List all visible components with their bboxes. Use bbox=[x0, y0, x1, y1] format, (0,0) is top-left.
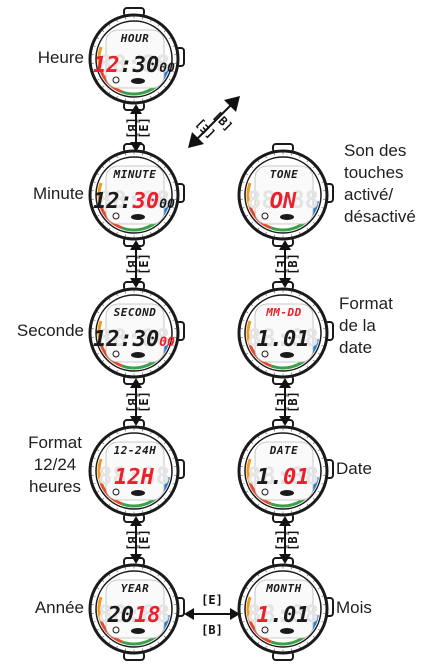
button-b-tag: [B] bbox=[286, 391, 300, 413]
arrow-tone-mmdd: [E] [B] bbox=[257, 240, 313, 288]
watch-top-text: YEAR bbox=[121, 582, 150, 595]
battery-indicator bbox=[131, 628, 145, 634]
watch-main-digits: 1.01 bbox=[257, 465, 310, 490]
watch-top-text: HOUR bbox=[120, 32, 150, 45]
watch-top-text: TONE bbox=[270, 168, 299, 181]
arrow-minute-seconde: [B] [E] bbox=[108, 240, 164, 288]
label-format-date: Format de la date bbox=[339, 293, 393, 359]
watch-main-digits: 1.01 bbox=[257, 603, 310, 628]
button-e-tag: [E] bbox=[137, 117, 151, 139]
label-son: Son des touches activé/ désactivé bbox=[344, 140, 416, 228]
arrow-date-mois: [E] [B] bbox=[257, 516, 313, 564]
button-e-tag: [E] bbox=[137, 529, 151, 551]
watch-top-text: SECOND bbox=[114, 306, 157, 319]
battery-indicator bbox=[280, 352, 294, 358]
arrow-annee-mois: [E] [B] bbox=[184, 586, 240, 642]
battery-indicator bbox=[131, 352, 145, 358]
label-annee: Année bbox=[0, 597, 84, 619]
watch-main-digits: ON bbox=[270, 189, 297, 214]
watch-top-text: DATE bbox=[269, 444, 299, 457]
label-mois: Mois bbox=[336, 597, 372, 619]
label-minute: Minute bbox=[0, 183, 84, 205]
button-b-tag: [B] bbox=[286, 529, 300, 551]
arrow-heure-minute: [B] [E] bbox=[108, 104, 164, 152]
battery-indicator bbox=[280, 214, 294, 220]
arrow-heure-tone: [B] [E] bbox=[188, 96, 240, 148]
label-date: Date bbox=[336, 458, 372, 480]
battery-indicator bbox=[131, 78, 145, 84]
watch-top-text: MM-DD bbox=[265, 306, 302, 319]
arrow-mmdd-date: [E] [B] bbox=[257, 378, 313, 426]
watch-main-digits: 12H bbox=[114, 465, 154, 490]
button-b-tag: [B] bbox=[201, 623, 223, 637]
battery-indicator bbox=[280, 628, 294, 634]
arrow-seconde-format: [B] [E] bbox=[108, 378, 164, 426]
battery-indicator bbox=[131, 490, 145, 496]
label-format-1224: Format 12/24 heures bbox=[20, 432, 90, 498]
button-e-tag: [E] bbox=[137, 391, 151, 413]
battery-indicator bbox=[280, 490, 294, 496]
arrow-format-annee: [B] [E] bbox=[108, 516, 164, 564]
battery-indicator bbox=[131, 214, 145, 220]
button-b-tag: [B] bbox=[286, 253, 300, 275]
button-e-tag: [E] bbox=[137, 253, 151, 275]
watch-top-text: MINUTE bbox=[113, 168, 157, 181]
button-e-tag: [E] bbox=[201, 593, 223, 607]
watch-main-digits: 2018 bbox=[107, 603, 161, 628]
label-seconde: Seconde bbox=[0, 320, 84, 342]
label-heure: Heure bbox=[0, 47, 84, 69]
watch-top-text: 12-24H bbox=[114, 444, 157, 457]
watch-main-digits: 1.01 bbox=[257, 327, 310, 352]
watch-top-text: MONTH bbox=[265, 582, 302, 595]
